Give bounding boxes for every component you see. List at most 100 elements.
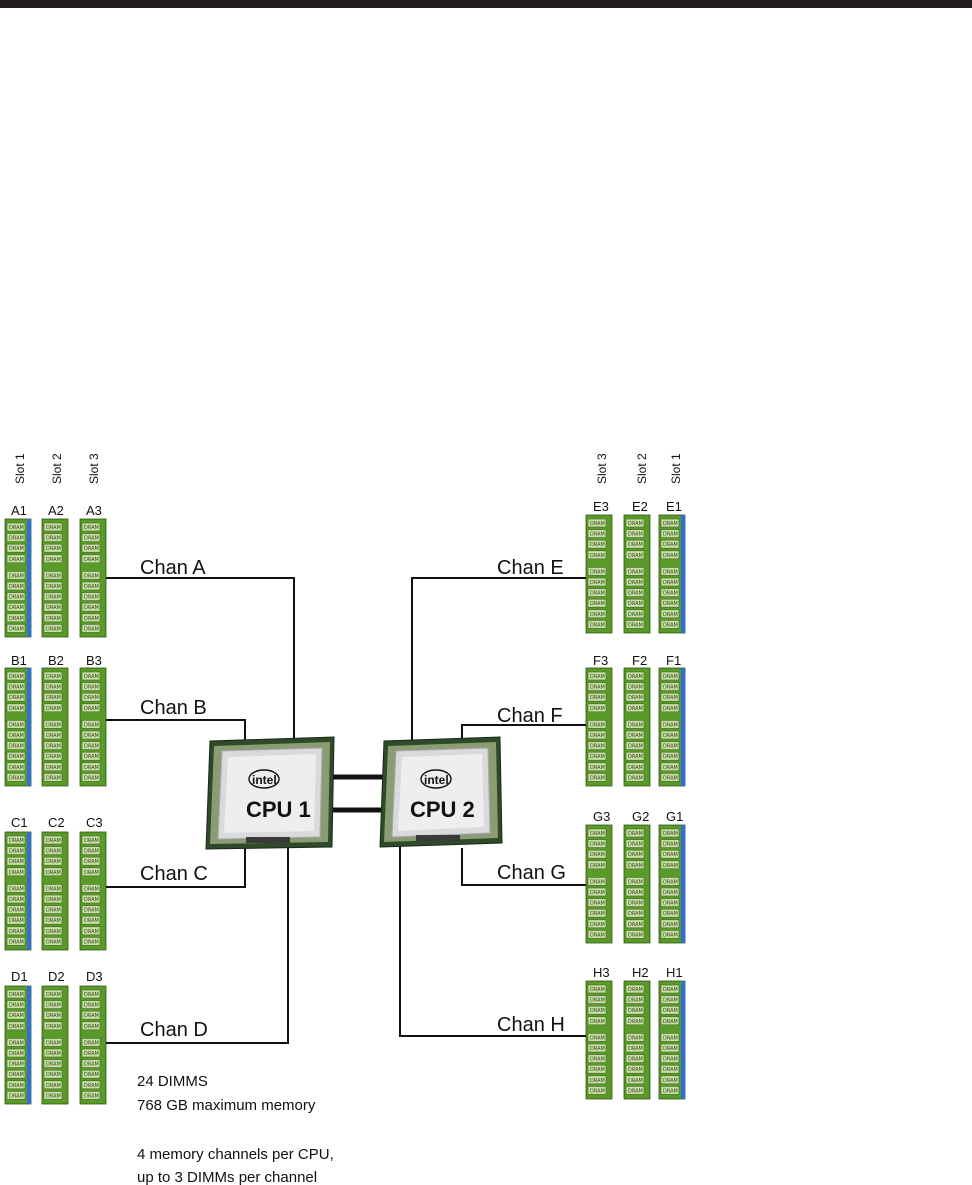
svg-text:DRAM: DRAM xyxy=(84,849,99,855)
svg-text:DRAM: DRAM xyxy=(628,1078,643,1084)
svg-text:DRAM: DRAM xyxy=(84,733,99,739)
slot-header: Slot 2 xyxy=(50,453,64,484)
svg-text:DRAM: DRAM xyxy=(84,1024,99,1030)
svg-text:DRAM: DRAM xyxy=(84,1072,99,1078)
svg-text:DRAM: DRAM xyxy=(9,557,24,563)
dram-chip xyxy=(81,671,101,681)
svg-text:DRAM: DRAM xyxy=(84,685,99,691)
svg-text:DRAM: DRAM xyxy=(663,622,678,628)
svg-text:DRAM: DRAM xyxy=(663,532,678,538)
dram-chip xyxy=(587,703,607,713)
channel-label: Chan A xyxy=(140,557,206,579)
svg-text:DRAM: DRAM xyxy=(9,546,24,552)
intel-logo: intel xyxy=(420,769,452,789)
dram-chip xyxy=(43,741,63,750)
dram-chip xyxy=(587,751,607,761)
svg-text:DRAM: DRAM xyxy=(9,1093,24,1099)
dram-chip xyxy=(81,915,101,925)
svg-text:DRAM: DRAM xyxy=(84,557,99,563)
svg-text:DRAM: DRAM xyxy=(628,998,643,1004)
svg-text:DRAM: DRAM xyxy=(628,765,643,771)
svg-text:DRAM: DRAM xyxy=(590,722,605,728)
dram-chip xyxy=(625,730,645,740)
svg-text:DRAM: DRAM xyxy=(590,901,605,907)
svg-text:DRAM: DRAM xyxy=(46,886,61,892)
dram-chip xyxy=(43,554,63,564)
dimm-label: B3 xyxy=(86,653,102,668)
svg-text:DRAM: DRAM xyxy=(84,616,99,622)
svg-text:DRAM: DRAM xyxy=(9,849,24,855)
dram-chip xyxy=(6,937,26,946)
dram-chip xyxy=(625,887,645,897)
svg-text:DRAM: DRAM xyxy=(628,553,643,559)
dram-chip xyxy=(6,581,26,591)
svg-text:DRAM: DRAM xyxy=(628,1088,643,1094)
dram-chip xyxy=(43,613,63,623)
svg-text:DRAM: DRAM xyxy=(663,998,678,1004)
chan-g-wire xyxy=(461,848,586,886)
svg-text:DRAM: DRAM xyxy=(46,573,61,579)
dimm-label: H2 xyxy=(632,965,649,980)
dram-chip xyxy=(43,915,63,925)
svg-text:DRAM: DRAM xyxy=(628,1008,643,1014)
svg-text:DRAM: DRAM xyxy=(84,626,99,632)
dram-chip xyxy=(587,1005,607,1015)
dram-chip xyxy=(43,533,63,542)
dram-chip xyxy=(43,867,63,877)
svg-text:DRAM: DRAM xyxy=(9,992,24,998)
dimm-label: C1 xyxy=(11,815,28,830)
svg-text:DRAM: DRAM xyxy=(84,886,99,892)
dram-chip xyxy=(81,703,101,713)
svg-text:DRAM: DRAM xyxy=(628,1019,643,1025)
dram-chip xyxy=(660,671,680,681)
dram-chip xyxy=(81,989,101,999)
svg-text:intel: intel xyxy=(424,773,449,787)
svg-text:DRAM: DRAM xyxy=(84,573,99,579)
dram-chip xyxy=(625,682,645,691)
svg-text:DRAM: DRAM xyxy=(46,557,61,563)
dram-chip xyxy=(6,762,26,772)
svg-text:DRAM: DRAM xyxy=(9,706,24,712)
dram-chip xyxy=(6,751,26,761)
dram-chip xyxy=(660,550,680,560)
dram-chip xyxy=(43,751,63,761)
dram-chip xyxy=(625,588,645,597)
svg-text:DRAM: DRAM xyxy=(663,601,678,607)
dram-chip xyxy=(587,930,607,939)
svg-text:DRAM: DRAM xyxy=(590,922,605,928)
svg-text:DRAM: DRAM xyxy=(84,1062,99,1068)
svg-text:DRAM: DRAM xyxy=(9,573,24,579)
svg-text:DRAM: DRAM xyxy=(663,987,678,993)
dram-chip xyxy=(81,1038,101,1047)
dram-chip xyxy=(587,692,607,702)
svg-text:DRAM: DRAM xyxy=(663,1019,678,1025)
svg-text:DRAM: DRAM xyxy=(628,842,643,848)
dram-chip xyxy=(81,1080,101,1090)
svg-text:DRAM: DRAM xyxy=(628,685,643,691)
svg-text:DRAM: DRAM xyxy=(628,674,643,680)
dram-chip xyxy=(43,703,63,713)
dram-chip xyxy=(587,995,607,1004)
svg-text:DRAM: DRAM xyxy=(9,605,24,611)
dram-chip xyxy=(587,529,607,538)
svg-text:DRAM: DRAM xyxy=(663,706,678,712)
dram-chip xyxy=(81,1048,101,1058)
dram-chip xyxy=(587,588,607,597)
svg-text:DRAM: DRAM xyxy=(628,542,643,548)
dram-chip xyxy=(6,613,26,623)
svg-text:DRAM: DRAM xyxy=(9,838,24,844)
dram-chip xyxy=(587,984,607,994)
svg-text:DRAM: DRAM xyxy=(84,1083,99,1089)
dram-chip xyxy=(43,682,63,691)
svg-text:DRAM: DRAM xyxy=(46,1093,61,1099)
dram-chip xyxy=(625,919,645,929)
svg-text:DRAM: DRAM xyxy=(628,754,643,760)
svg-text:DRAM: DRAM xyxy=(628,879,643,885)
dram-chip xyxy=(660,730,680,740)
svg-text:DRAM: DRAM xyxy=(663,1057,678,1063)
dram-chip xyxy=(43,905,63,914)
